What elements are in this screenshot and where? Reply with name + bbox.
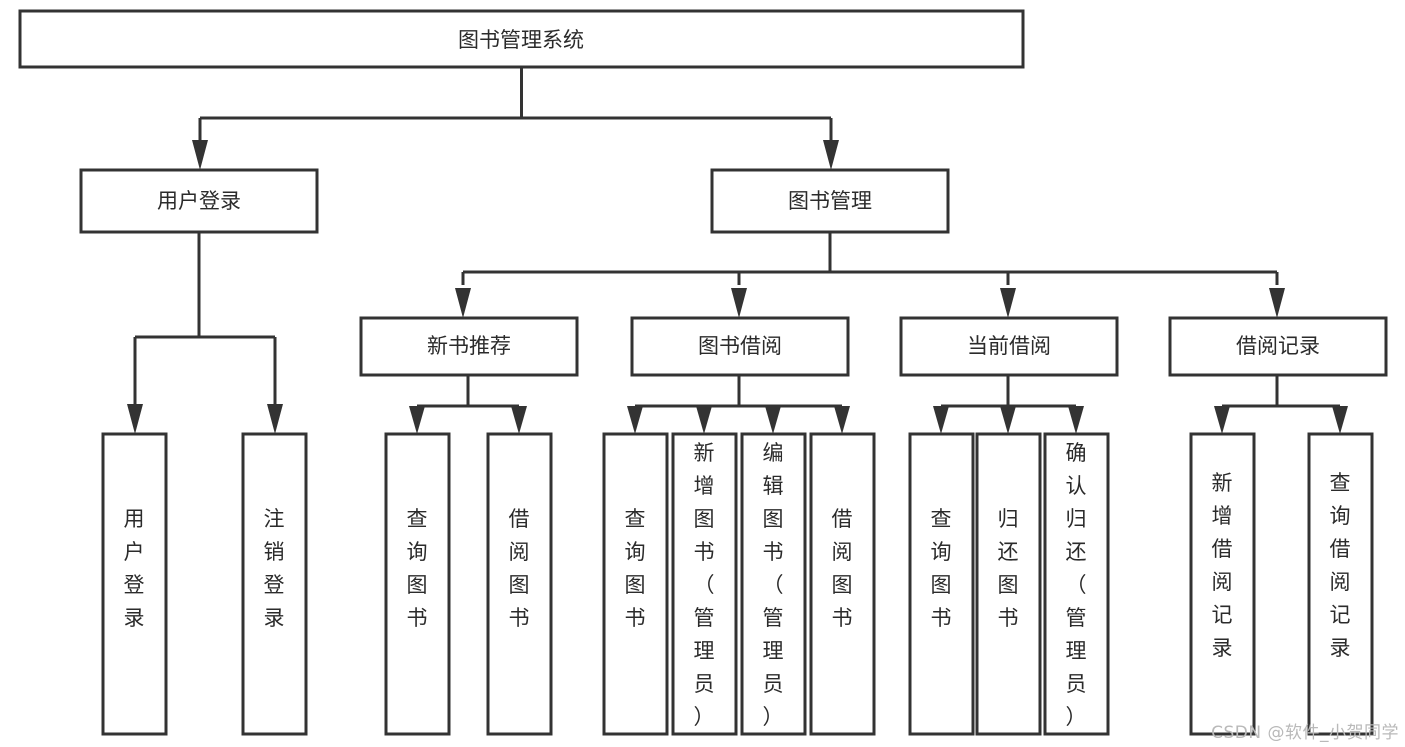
leaf-borrow-borrow-book-box[interactable] xyxy=(809,432,876,736)
node-book-borrow-box[interactable] xyxy=(630,316,850,377)
edge-bookborrow-bus xyxy=(633,375,844,412)
leaf-user-login-1-label: 用户登录 xyxy=(124,507,145,630)
leaf-cur-return-book[interactable]: 归还图书 xyxy=(975,432,1042,736)
arrow-to-leaf-borrow-add-book xyxy=(696,406,712,434)
arrow-to-leaf-rec-query-record xyxy=(1332,406,1348,434)
leaf-cur-query-book[interactable]: 查询图书 xyxy=(908,432,975,736)
leaf-borrow-add-book-label: 新增图书（管理员） xyxy=(694,441,715,729)
arrow-to-leaf-borrow-edit-book xyxy=(765,406,781,434)
node-book-borrow[interactable]: 图书借阅 xyxy=(630,316,850,377)
leaf-borrow-query-book-label: 查询图书 xyxy=(625,507,646,630)
leaf-borrow-add-book[interactable]: 新增图书（管理员） xyxy=(671,432,738,736)
leaf-borrow-borrow-book[interactable]: 借阅图书 xyxy=(809,432,876,736)
leaf-borrow-query-book-box[interactable] xyxy=(602,432,669,736)
node-book-manage-label: 图书管理 xyxy=(788,189,872,213)
node-new-book-rec-label: 新书推荐 xyxy=(427,334,511,358)
node-user-login-box[interactable] xyxy=(79,168,319,234)
connector-layer xyxy=(127,67,1348,434)
leaf-user-logout-label: 注销登录 xyxy=(264,507,285,630)
node-root[interactable]: 图书管理系统 xyxy=(18,9,1025,69)
node-book-manage-box[interactable] xyxy=(710,168,950,234)
node-new-book-rec[interactable]: 新书推荐 xyxy=(359,316,579,377)
node-user-login[interactable]: 用户登录 xyxy=(79,168,319,234)
leaf-rec-borrow-book-label: 借阅图书 xyxy=(509,507,530,630)
leaf-user-login-1-box[interactable] xyxy=(101,432,168,736)
leaf-borrow-edit-book[interactable]: 编辑图书（管理员） xyxy=(740,432,807,736)
arrow-to-current-borrow xyxy=(1000,288,1016,318)
leaf-rec-borrow-book-box[interactable] xyxy=(486,432,553,736)
node-book-manage[interactable]: 图书管理 xyxy=(710,168,950,234)
arrow-to-user-login xyxy=(192,140,208,170)
node-current-borrow-box[interactable] xyxy=(899,316,1119,377)
arrow-to-book-borrow xyxy=(731,288,747,318)
leaf-cur-return-book-label: 归还图书 xyxy=(998,507,1019,630)
leaf-cur-query-book-box[interactable] xyxy=(908,432,975,736)
leaf-borrow-edit-book-box[interactable] xyxy=(740,432,807,736)
arrow-to-leaf-borrow-borrow-book xyxy=(834,406,850,434)
leaf-cur-confirm-return-box[interactable] xyxy=(1043,432,1110,736)
leaf-cur-query-book-label: 查询图书 xyxy=(931,507,952,630)
arrow-to-leaf-rec-borrow-book xyxy=(511,406,527,434)
leaf-cur-confirm-return[interactable]: 确认归还（管理员） xyxy=(1043,432,1110,736)
edge-root-bus xyxy=(198,67,833,143)
leaf-user-logout[interactable]: 注销登录 xyxy=(241,432,308,736)
leaf-borrow-edit-book-label: 编辑图书（管理员） xyxy=(763,441,784,729)
leaf-cur-return-book-box[interactable] xyxy=(975,432,1042,736)
leaf-borrow-borrow-book-label: 借阅图书 xyxy=(832,507,853,630)
arrow-to-leaf-rec-query-book xyxy=(409,406,425,434)
arrow-to-leaf-user-logout xyxy=(267,404,283,434)
leaf-rec-borrow-book[interactable]: 借阅图书 xyxy=(486,432,553,736)
leaf-rec-query-record-box[interactable] xyxy=(1307,432,1374,736)
leaf-rec-query-book-box[interactable] xyxy=(384,432,451,736)
leaf-borrow-add-book-box[interactable] xyxy=(671,432,738,736)
leaf-rec-query-book-label: 查询图书 xyxy=(407,507,428,630)
arrow-to-book-manage xyxy=(823,140,839,170)
node-new-book-rec-box[interactable] xyxy=(359,316,579,377)
leaf-rec-add-record-label: 新增借阅记录 xyxy=(1212,471,1233,660)
leaf-rec-query-record[interactable]: 查询借阅记录 xyxy=(1307,432,1374,736)
node-current-borrow[interactable]: 当前借阅 xyxy=(899,316,1119,377)
leaf-user-login-1[interactable]: 用户登录 xyxy=(101,432,168,736)
node-root-label: 图书管理系统 xyxy=(458,28,584,52)
node-borrow-record[interactable]: 借阅记录 xyxy=(1168,316,1388,377)
node-user-login-label: 用户登录 xyxy=(157,189,241,213)
leaf-borrow-query-book[interactable]: 查询图书 xyxy=(602,432,669,736)
leaf-rec-add-record-box[interactable] xyxy=(1189,432,1256,736)
arrow-to-borrow-record xyxy=(1269,288,1285,318)
arrow-to-leaf-borrow-query-book xyxy=(627,406,643,434)
leaf-rec-query-record-label: 查询借阅记录 xyxy=(1330,471,1351,660)
leaf-cur-confirm-return-label: 确认归还（管理员） xyxy=(1066,441,1087,729)
edge-borrowrecord-bus xyxy=(1220,375,1342,412)
edge-newbookrec-bus xyxy=(415,375,521,412)
arrow-to-leaf-cur-confirm-return xyxy=(1068,406,1084,434)
node-book-borrow-label: 图书借阅 xyxy=(698,334,782,358)
edge-userlogin-bus xyxy=(133,232,277,408)
edge-bookmanage-bus xyxy=(461,232,1279,285)
node-borrow-record-box[interactable] xyxy=(1168,316,1388,377)
arrow-to-leaf-rec-add-record xyxy=(1214,406,1230,434)
leaf-user-logout-box[interactable] xyxy=(241,432,308,736)
node-root-box[interactable] xyxy=(18,9,1025,69)
leaf-rec-add-record[interactable]: 新增借阅记录 xyxy=(1189,432,1256,736)
arrow-to-leaf-cur-return-book xyxy=(1000,406,1016,434)
leaf-rec-query-book[interactable]: 查询图书 xyxy=(384,432,451,736)
arrow-to-leaf-cur-query-book xyxy=(933,406,949,434)
node-current-borrow-label: 当前借阅 xyxy=(967,334,1051,358)
arrow-to-leaf-user-login xyxy=(127,404,143,434)
node-borrow-record-label: 借阅记录 xyxy=(1236,334,1320,358)
arrow-to-new-book-rec xyxy=(455,288,471,318)
